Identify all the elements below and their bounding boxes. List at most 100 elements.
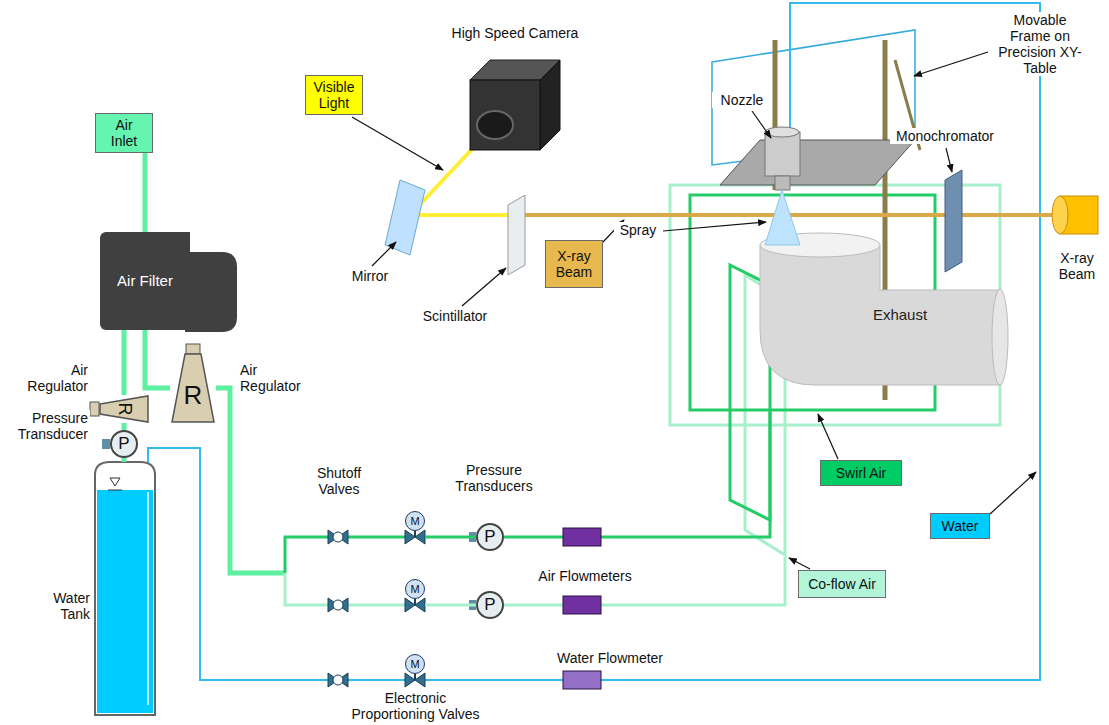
part-label: Air Regulator: [15, 362, 90, 394]
shutoff-valve: [328, 530, 348, 544]
node-text: R: [184, 382, 203, 408]
air-pipe: [216, 388, 285, 573]
node-text: Air Inlet: [101, 117, 147, 149]
monochromator: [945, 170, 962, 272]
label-text: Water Flowmeter: [557, 650, 663, 666]
exhaust-outlet: [992, 289, 1008, 385]
air-filter: Air Filter: [100, 232, 190, 330]
shutoff-valve: [328, 673, 348, 687]
label-text: Movable Frame on Precision XY-Table: [998, 12, 1082, 76]
leader-arrow: [752, 111, 771, 138]
node-text: R: [115, 403, 133, 416]
proportioning-valve: [405, 598, 425, 612]
water-flowmeter: [563, 671, 601, 689]
leader-arrow: [914, 52, 988, 76]
regulator-knob: [90, 402, 99, 416]
label-text: Pressure Transducer: [18, 410, 88, 442]
exhaust-label: Exhaust: [850, 300, 950, 330]
xy-table-plate: [720, 140, 915, 185]
water-tube: [147, 492, 149, 705]
label-text: Air Regulator: [27, 362, 88, 394]
pipe: [145, 330, 170, 388]
visible-light: [412, 213, 508, 217]
label-text: Electronic Proportioning Valves: [351, 690, 479, 722]
label-text: Air Regulator: [240, 362, 301, 394]
air-flowmeter: [563, 528, 601, 546]
tag-box: Swirl Air: [820, 460, 902, 486]
label-text: Nozzle: [721, 92, 764, 108]
leader-arrow: [990, 472, 1036, 514]
mirror: [385, 180, 425, 255]
node-text: Co-flow Air: [808, 576, 876, 592]
valve-motor: M: [405, 511, 425, 531]
label-text: X-ray Beam: [1059, 250, 1096, 282]
part-label: Air Flowmeters: [530, 568, 640, 584]
regulator-outline: [172, 354, 214, 422]
camera-side: [540, 60, 560, 150]
camera-front: [470, 80, 540, 150]
shutoff-handle: [333, 532, 343, 542]
part-label: Scintillator: [410, 308, 500, 324]
part-label: Electronic Proportioning Valves: [343, 690, 488, 722]
leader-arrow: [663, 222, 766, 231]
part-label: Pressure Transducer: [2, 410, 90, 442]
part-label: Shutoff Valves: [303, 465, 375, 497]
air-regulator: R: [98, 395, 150, 423]
frame-brace: [895, 60, 920, 150]
nozzle-body: [765, 132, 800, 176]
pressure-gauge: P: [110, 430, 138, 458]
leader-arrow: [372, 242, 396, 266]
shutoff-handle: [333, 675, 343, 685]
part-label: Monochromator: [890, 128, 1000, 144]
water-fill: [97, 490, 153, 713]
regulator-body: [170, 352, 216, 424]
valve-stem: [414, 599, 416, 605]
label-text: High Speed Camera: [452, 25, 579, 41]
label-text: Spray: [620, 222, 657, 238]
valve-stem: [414, 531, 416, 537]
label-text: Shutoff Valves: [317, 465, 361, 497]
air-flowmeter: [563, 596, 601, 614]
tag-box: Water: [930, 513, 990, 539]
node-text: Air Filter: [117, 272, 173, 290]
label-text: Scintillator: [423, 308, 488, 324]
proportioning-valve: [405, 673, 425, 687]
inlet-box: Air Inlet: [95, 113, 153, 153]
node-text: Visible Light: [311, 79, 357, 111]
part-label: High Speed Camera: [440, 25, 590, 41]
leader-arrow: [462, 268, 506, 306]
label-text: Water Tank: [53, 590, 90, 622]
scintillator: [508, 195, 525, 275]
camera-lens: [477, 111, 513, 139]
regulator-body: [98, 395, 150, 423]
part-label: Air Regulator: [238, 362, 313, 394]
label-text: Air Flowmeters: [538, 568, 631, 584]
water-level: [108, 490, 122, 491]
leader-arrow: [603, 220, 624, 242]
air-pipe: [122, 458, 127, 462]
pipe: [425, 604, 476, 607]
valve-stem: [414, 674, 416, 680]
part-label: Pressure Transducers: [446, 462, 542, 494]
node-text: P: [484, 596, 495, 614]
node-text: P: [118, 435, 129, 453]
label-text: Monochromator: [896, 128, 994, 144]
tag-box: Visible Light: [305, 75, 363, 115]
pressure-gauge: P: [476, 591, 504, 619]
water-level: [110, 478, 120, 486]
shutoff-handle: [333, 600, 343, 610]
exhaust-duct: [760, 245, 1000, 385]
tag-box: X-ray Beam: [545, 240, 603, 288]
part-label: X-ray Beam: [1050, 250, 1104, 282]
part-label: Water Tank: [40, 590, 92, 622]
valve-motor: M: [405, 579, 425, 599]
leader-arrow: [352, 117, 443, 170]
node-text: M: [410, 583, 419, 595]
pipe: [122, 330, 127, 395]
coflow-air-pipe: [504, 557, 785, 605]
shutoff-valve: [328, 598, 348, 612]
part-label: Water Flowmeter: [550, 650, 670, 666]
pipe: [143, 153, 148, 232]
